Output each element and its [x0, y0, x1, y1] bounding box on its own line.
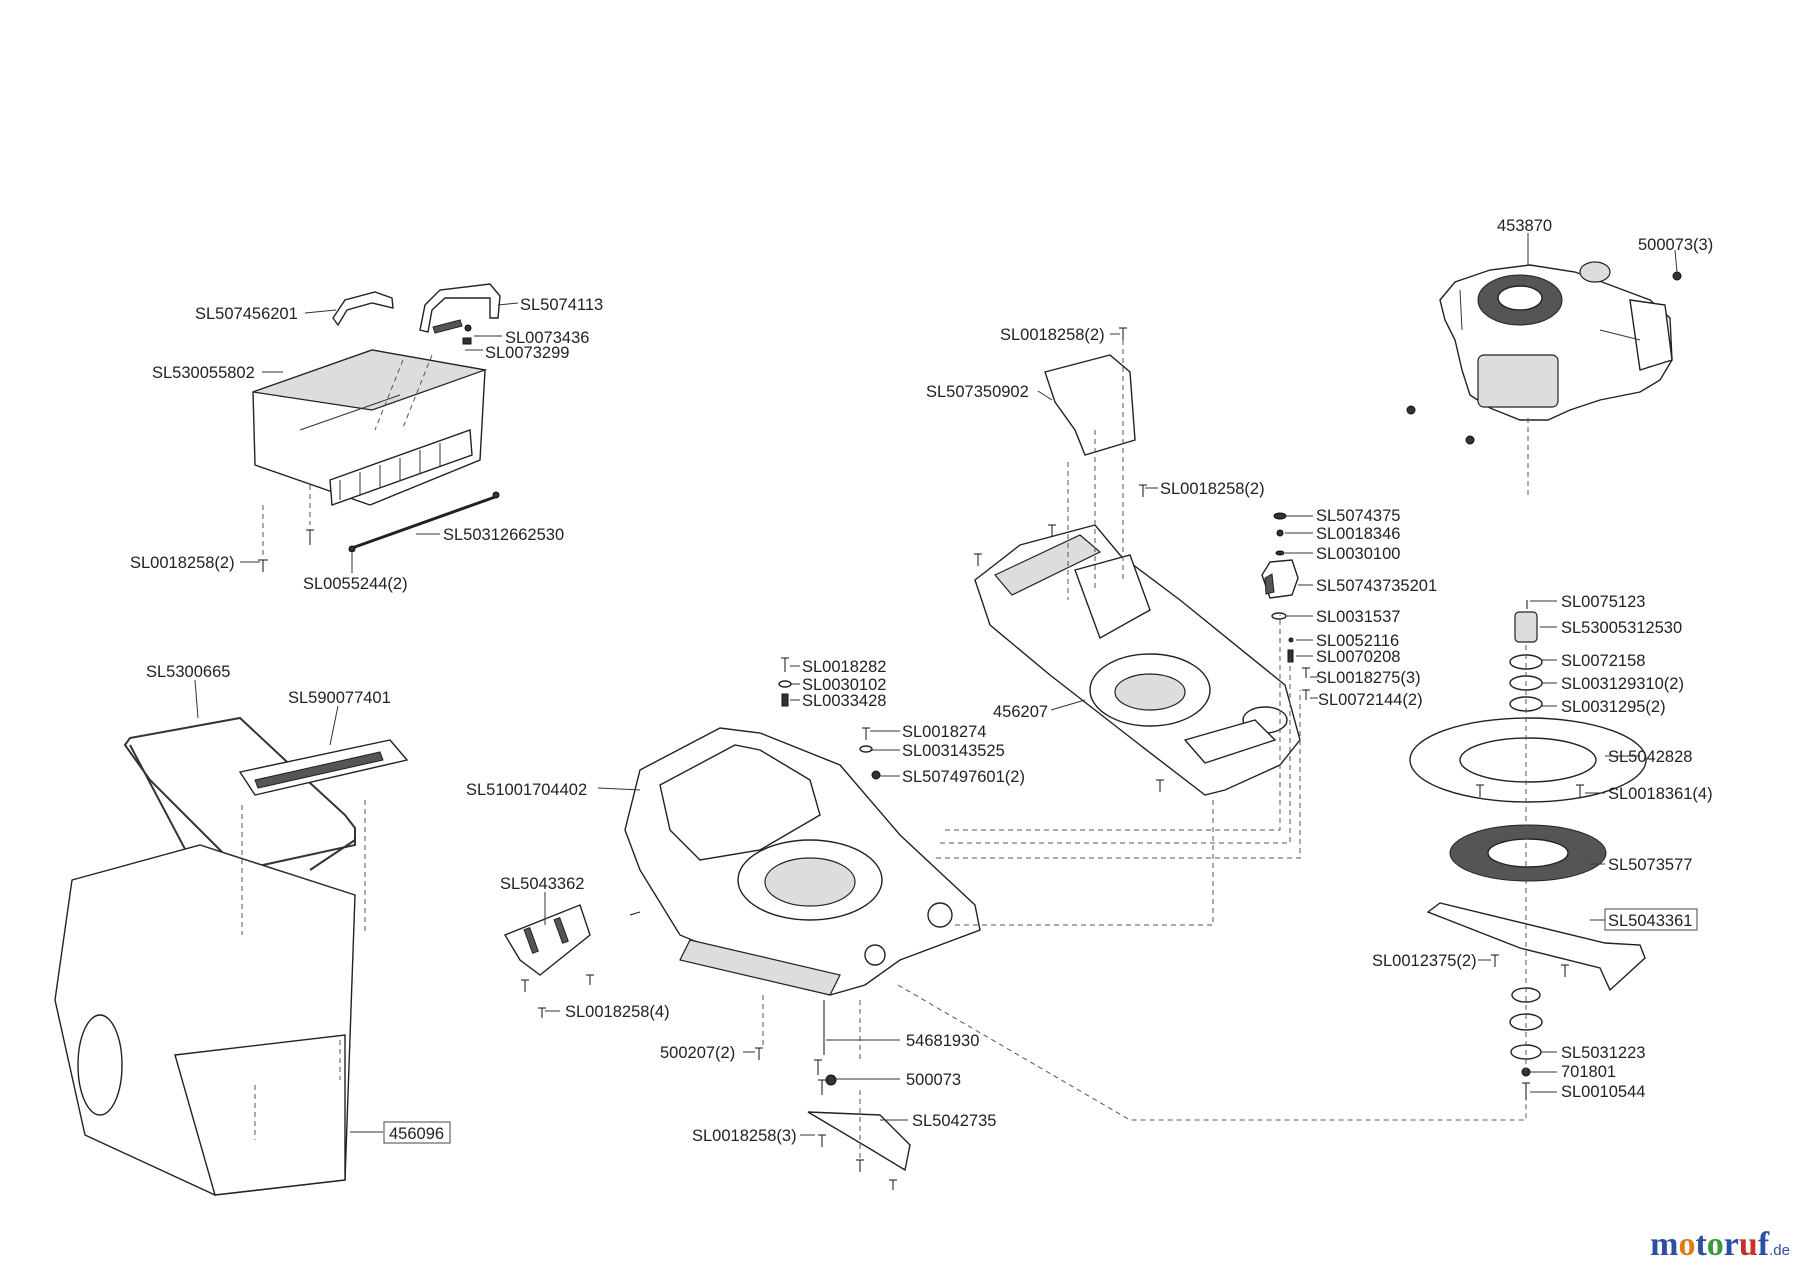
side-plate-drawing [503, 904, 591, 976]
label-SL5042828: SL5042828 [1608, 748, 1692, 766]
label-SL530055802: SL530055802 [152, 364, 255, 382]
label-SL0030100: SL0030100 [1316, 545, 1400, 563]
label-SL50312662530: SL50312662530 [443, 526, 564, 544]
boxed-labels: SL5043361 456096 [383, 908, 1698, 1144]
label-SL53005312530: SL53005312530 [1561, 619, 1682, 637]
label-SL0073299: SL0073299 [485, 344, 569, 362]
label-SL0018346: SL0018346 [1316, 525, 1400, 543]
label-SL0018282: SL0018282 [802, 658, 886, 676]
label-SL507497601-2: SL507497601(2) [902, 768, 1025, 786]
label-SL0012375-2: SL0012375(2) [1372, 952, 1477, 970]
label-SL0070208: SL0070208 [1316, 648, 1400, 666]
label-SL0075123: SL0075123 [1561, 593, 1645, 611]
rear-rod-drawing [348, 491, 500, 553]
label-SL003129310-2: SL003129310(2) [1561, 675, 1684, 693]
label-SL507350902: SL507350902 [926, 383, 1029, 401]
main-deck-drawing [624, 727, 981, 996]
label-456207: 456207 [993, 703, 1048, 721]
label-SL0018258-2-mid: SL0018258(2) [1160, 480, 1265, 498]
label-SL51001704402: SL51001704402 [466, 781, 587, 799]
label-SL0033428: SL0033428 [802, 692, 886, 710]
label-500073-3: 500073(3) [1638, 236, 1713, 254]
cap-part-drawing [1261, 559, 1299, 599]
rear-cover-drawing [252, 349, 488, 506]
label-SL5042735: SL5042735 [912, 1112, 996, 1130]
engine-drawing [1439, 261, 1673, 421]
top-deck-drawing [974, 524, 1301, 796]
label-453870: 453870 [1497, 217, 1552, 235]
assembly-lines [241, 340, 1529, 1160]
motoruf-logo: motoruf.de [1650, 1226, 1790, 1263]
label-SL0018361-4: SL0018361(4) [1608, 785, 1713, 803]
label-500207-2: 500207(2) [660, 1044, 735, 1062]
label-SL0072144-2: SL0072144(2) [1318, 691, 1423, 709]
label-SL0073436: SL0073436 [505, 329, 589, 347]
label-SL0018274: SL0018274 [902, 723, 986, 741]
rear-flap-drawing [1044, 354, 1136, 456]
label-SL50743735201: SL50743735201 [1316, 577, 1437, 595]
hardware-parts [258, 271, 1682, 1190]
label-SL0031295-2: SL0031295(2) [1561, 698, 1666, 716]
label-SL0018258-3: SL0018258(3) [692, 1127, 797, 1145]
rear-handles-drawing [332, 283, 501, 334]
label-SL5074113: SL5074113 [520, 296, 603, 314]
label-SL0030102: SL0030102 [802, 676, 886, 694]
label-SL0018258-2-top: SL0018258(2) [1000, 326, 1105, 344]
leader-lines [194, 233, 1678, 1136]
label-SL0010544: SL0010544 [1561, 1083, 1645, 1101]
label-SL0052116: SL0052116 [1316, 632, 1399, 650]
label-SL0018258-2-left: SL0018258(2) [130, 554, 235, 572]
label-SL5300665: SL5300665 [146, 663, 230, 681]
label-701801: 701801 [1561, 1063, 1616, 1081]
label-54681930: 54681930 [906, 1032, 979, 1050]
label-SL0018275-3: SL0018275(3) [1316, 669, 1421, 687]
label-SL507456201: SL507456201 [195, 305, 298, 323]
label-SL5031223: SL5031223 [1561, 1044, 1645, 1062]
label-SL003143525: SL003143525 [902, 742, 1005, 760]
label-SL0018258-4: SL0018258(4) [565, 1003, 670, 1021]
label-500073: 500073 [906, 1071, 961, 1089]
mulch-plate-drawing [807, 1111, 911, 1172]
label-SL0072158: SL0072158 [1561, 652, 1645, 670]
label-SL0031537: SL0031537 [1316, 608, 1400, 626]
label-SL5043362: SL5043362 [500, 875, 584, 893]
level-indicator-drawing [238, 739, 409, 796]
grass-bag-drawing [54, 844, 356, 1196]
label-SL5073577: SL5073577 [1608, 856, 1692, 874]
label-SL0055244-2: SL0055244(2) [303, 575, 408, 593]
label-SL5043361: SL5043361 [1608, 912, 1692, 930]
part-labels: 453870 500073(3) SL507456201 SL5074113 S… [130, 217, 1713, 1145]
label-SL5074375: SL5074375 [1316, 507, 1400, 525]
label-SL590077401: SL590077401 [288, 689, 391, 707]
label-456096: 456096 [389, 1125, 444, 1143]
